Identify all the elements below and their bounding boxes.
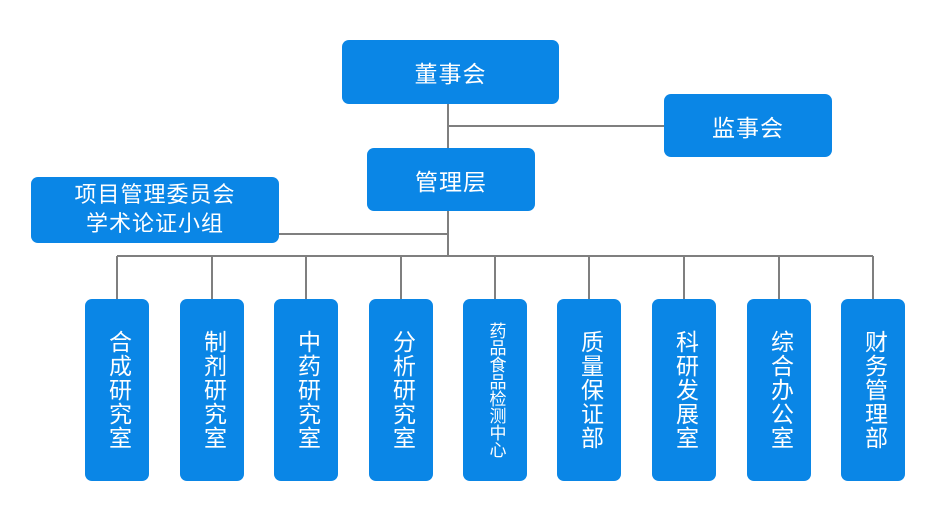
department-label: 科研发展室 bbox=[671, 330, 698, 450]
department-box-tcm: 中药研究室 bbox=[274, 299, 338, 481]
committee-line1: 项目管理委员会 bbox=[74, 183, 236, 208]
supervisors-label: 监事会 bbox=[712, 115, 784, 142]
department-label: 财务管理部 bbox=[860, 330, 887, 450]
department-box-quality-assurance: 质量保证部 bbox=[557, 299, 621, 481]
department-box-general-office: 综合办公室 bbox=[747, 299, 811, 481]
department-label: 综合办公室 bbox=[766, 330, 793, 450]
department-box-testing-center: 药品食品检测中心 bbox=[463, 299, 527, 481]
committee-line2: 学术论证小组 bbox=[85, 212, 224, 237]
department-label: 分析研究室 bbox=[388, 330, 415, 450]
department-label: 质量保证部 bbox=[576, 330, 603, 450]
department-box-formulation: 制剂研究室 bbox=[180, 299, 244, 481]
department-label: 药品食品检测中心 bbox=[485, 322, 506, 458]
department-label: 中药研究室 bbox=[293, 330, 320, 450]
department-box-analysis: 分析研究室 bbox=[369, 299, 433, 481]
management-box: 管理层 bbox=[367, 148, 535, 211]
department-box-finance: 财务管理部 bbox=[841, 299, 905, 481]
department-box-synthesis: 合成研究室 bbox=[85, 299, 149, 481]
committee-box: 项目管理委员会 学术论证小组 bbox=[31, 177, 279, 243]
supervisors-box: 监事会 bbox=[664, 94, 832, 157]
board-label: 董事会 bbox=[414, 62, 487, 88]
department-label: 合成研究室 bbox=[104, 330, 131, 450]
management-label: 管理层 bbox=[415, 169, 487, 196]
department-box-rnd-development: 科研发展室 bbox=[652, 299, 716, 481]
board-box: 董事会 bbox=[342, 40, 559, 104]
department-label: 制剂研究室 bbox=[199, 330, 226, 450]
